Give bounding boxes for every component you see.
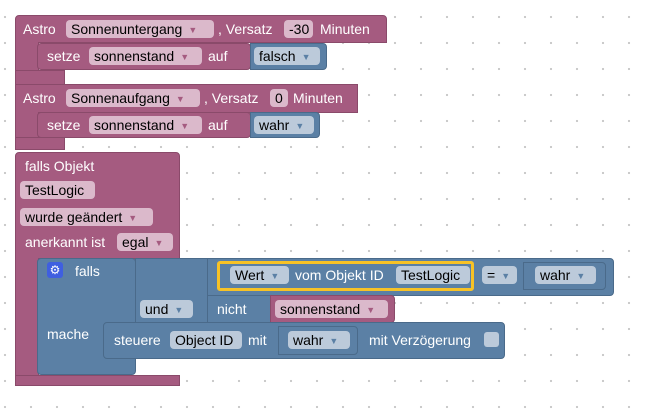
dropdown-arrow-icon: ▼ <box>501 271 511 281</box>
dropdown-arrow-icon: ▼ <box>270 271 280 281</box>
with-label: mit <box>248 332 267 348</box>
selection-highlight <box>217 261 474 291</box>
set-label: setze <box>47 48 81 64</box>
boolean-dropdown[interactable]: wahr▼ <box>254 116 314 134</box>
dropdown-arrow-icon: ▼ <box>128 213 138 223</box>
not-label: nicht <box>217 301 247 317</box>
dropdown-arrow-icon: ▼ <box>329 336 339 346</box>
dropdown-arrow-icon: ▼ <box>301 52 311 62</box>
unit-label: Minuten <box>293 90 343 106</box>
condition-dropdown[interactable]: wurde geändert▼ <box>20 208 153 226</box>
astro-block-footer <box>15 137 65 150</box>
logic-op-dropdown[interactable]: und▼ <box>140 300 193 318</box>
offset-label: , Versatz <box>204 90 259 106</box>
astro-label: Astro <box>23 21 56 37</box>
if-label: falls <box>75 263 100 279</box>
dropdown-arrow-icon: ▼ <box>576 271 586 281</box>
dropdown-arrow-icon: ▼ <box>154 238 164 248</box>
dropdown-arrow-icon: ▼ <box>174 305 184 315</box>
astro-event-dropdown[interactable]: Sonnenaufgang▼ <box>66 89 200 107</box>
dropdown-arrow-icon: ▼ <box>180 52 190 62</box>
do-label: mache <box>47 326 90 342</box>
offset-input[interactable]: 0 <box>270 89 288 107</box>
trigger-label: falls Objekt <box>25 158 95 174</box>
compare-op-dropdown[interactable]: =▼ <box>482 266 517 284</box>
variable-dropdown[interactable]: sonnenstand▼ <box>89 116 202 134</box>
variable-dropdown[interactable]: sonnenstand▼ <box>89 47 202 65</box>
dropdown-arrow-icon: ▼ <box>295 121 305 131</box>
offset-label: , Versatz <box>218 21 273 37</box>
to-label: auf <box>208 48 228 64</box>
dropdown-arrow-icon: ▼ <box>188 25 198 35</box>
object-id-field[interactable]: Object ID <box>170 331 242 349</box>
trigger-rail <box>15 258 39 385</box>
object-id-field[interactable]: TestLogic <box>396 266 470 284</box>
delay-checkbox[interactable] <box>484 332 499 347</box>
to-label: auf <box>208 117 228 133</box>
ack-dropdown[interactable]: egal▼ <box>117 233 173 251</box>
dropdown-arrow-icon: ▼ <box>366 305 376 315</box>
delay-label: mit Verzögerung <box>369 332 471 348</box>
boolean-dropdown[interactable]: wahr▼ <box>535 266 596 284</box>
of-object-label: vom Objekt ID <box>295 267 384 283</box>
control-label: steuere <box>114 332 161 348</box>
astro-event-dropdown[interactable]: Sonnenuntergang▼ <box>66 20 214 38</box>
dropdown-arrow-icon: ▼ <box>175 94 185 104</box>
dropdown-arrow-icon: ▼ <box>180 121 190 131</box>
variable-dropdown[interactable]: sonnenstand▼ <box>275 300 388 318</box>
boolean-dropdown[interactable]: wahr▼ <box>288 331 350 349</box>
boolean-dropdown[interactable]: falsch▼ <box>254 47 320 65</box>
set-label: setze <box>47 117 81 133</box>
gear-icon[interactable]: ⚙ <box>47 262 63 278</box>
offset-input[interactable]: -30 <box>284 20 313 38</box>
astro-block-footer <box>15 70 65 85</box>
unit-label: Minuten <box>320 21 370 37</box>
astro-label: Astro <box>23 90 56 106</box>
ack-label: anerkannt ist <box>25 234 106 250</box>
value-type-dropdown[interactable]: Wert▼ <box>230 266 289 284</box>
trigger-footer <box>15 375 180 386</box>
object-id-field[interactable]: TestLogic <box>20 181 95 199</box>
